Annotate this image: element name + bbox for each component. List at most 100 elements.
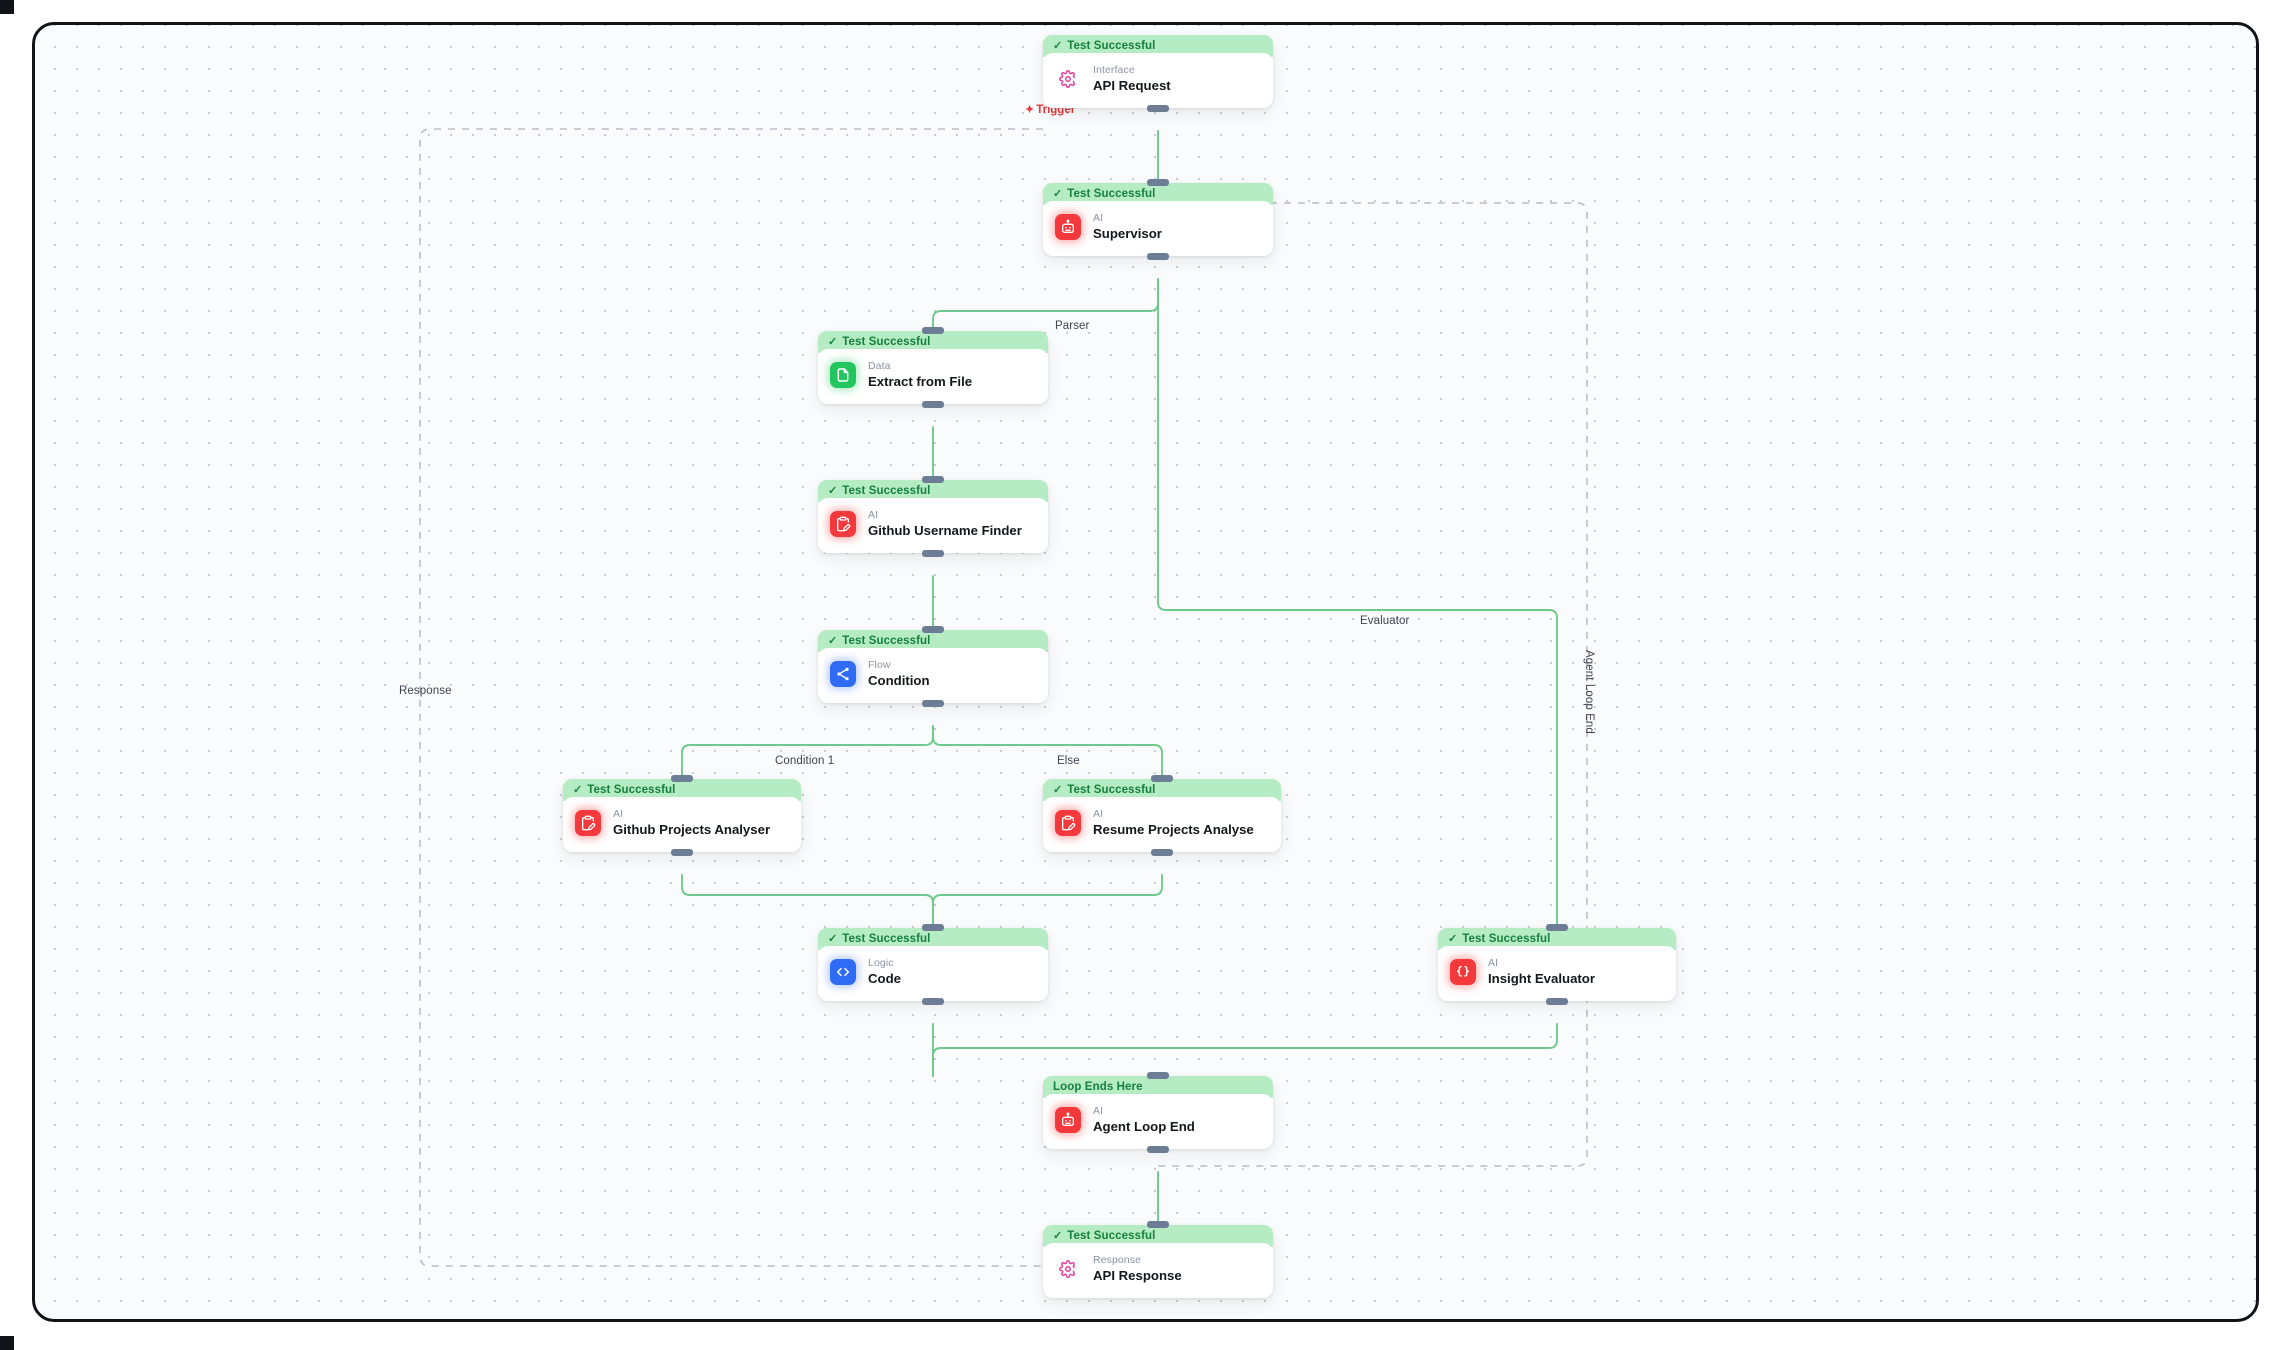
crop-mark-bottom-left [0,1336,14,1350]
node-status-bar: ✓ Test Successful [818,331,1048,353]
node-body[interactable]: AI Insight Evaluator [1438,946,1676,1001]
node-title: API Response [1093,1268,1182,1284]
node-body[interactable]: AI Github Projects Analyser [563,797,801,852]
node-status-text: Test Successful [1067,40,1156,52]
node-github-projects-analyser[interactable]: ✓ Test Successful AI Github P [563,775,801,856]
check-icon: ✓ [1053,1229,1063,1242]
check-icon: ✓ [828,634,838,647]
edge-supervisor-to-extract [932,278,1159,332]
node-handle-top[interactable] [922,626,944,633]
node-handle-top[interactable] [1147,1221,1169,1228]
node-handle-top[interactable] [1147,179,1169,186]
node-text: AI Resume Projects Analyse [1093,808,1254,839]
check-icon: ✓ [1448,932,1458,945]
node-body[interactable]: Response API Response [1043,1243,1273,1298]
node-title: Github Username Finder [868,523,1022,539]
node-title: Code [868,971,901,987]
node-handle-bottom[interactable] [922,549,944,557]
node-text: Response API Response [1093,1254,1182,1285]
clipboard-pen-icon [575,810,601,837]
node-text: AI Github Projects Analyser [613,808,770,839]
node-status-text: Test Successful [1067,1230,1156,1242]
node-status-text: Test Successful [842,485,931,497]
edge-insight-evaluator-to-loop-end [932,1023,1558,1077]
node-title: Agent Loop End [1093,1119,1195,1135]
node-handle-top[interactable] [671,775,693,782]
node-status-bar: ✓ Test Successful [818,928,1048,950]
node-api-response[interactable]: ✓ Test Successful Response API Response [1043,1221,1273,1298]
node-body[interactable]: AI Resume Projects Analyse [1043,797,1281,852]
node-status-text: Test Successful [842,635,931,647]
edge-label-agent-loop-end: Agent Loop End [1583,650,1595,734]
node-resume-projects-analyse[interactable]: ✓ Test Successful AI Resume P [1043,775,1281,856]
node-text: Data Extract from File [868,360,972,391]
node-handle-bottom[interactable] [671,848,693,856]
node-status-text: Test Successful [587,784,676,796]
check-icon: ✓ [828,335,838,348]
node-body[interactable]: AI Agent Loop End [1043,1094,1273,1149]
node-handle-top[interactable] [922,327,944,334]
crop-mark-top-left [0,0,14,14]
node-handle-top[interactable] [1151,775,1173,782]
node-kind: AI [1093,808,1104,820]
node-handle-bottom[interactable] [922,699,944,707]
node-status-text: Test Successful [842,933,931,945]
node-body[interactable]: Flow Condition [818,648,1048,703]
curly-braces-icon [1450,959,1476,986]
clipboard-pen-icon [1055,810,1081,837]
node-status-bar: Loop Ends Here [1043,1076,1273,1098]
edge-resume-projects-to-code [932,874,1163,929]
edge-label-parser: Parser [1055,320,1090,332]
gear-icon [1055,1256,1081,1282]
node-body[interactable]: Interface API Request [1043,53,1273,108]
node-kind: Logic [868,957,894,969]
node-code[interactable]: ✓ Test Successful Logic Code [818,924,1048,1005]
gear-icon [1055,66,1081,92]
check-icon: ✓ [1053,39,1063,52]
node-body[interactable]: AI Github Username Finder [818,498,1048,553]
node-handle-top[interactable] [922,924,944,931]
node-title: Supervisor [1093,226,1162,242]
node-status-text: Test Successful [1067,188,1156,200]
agent-loop-boundary-dashed [1158,202,1588,1167]
node-condition[interactable]: ✓ Test Successful Flow [818,626,1048,707]
node-kind: Data [868,360,891,372]
edge-label-response: Response [399,685,452,697]
node-agent-loop-end[interactable]: Loop Ends Here AI Agent [1043,1072,1273,1153]
node-body[interactable]: Logic Code [818,946,1048,1001]
node-kind: Flow [868,659,891,671]
branch-share-icon [830,661,856,688]
node-handle-top[interactable] [922,476,944,483]
node-extract-from-file[interactable]: ✓ Test Successful Data Extract from File [818,327,1048,408]
node-github-username-finder[interactable]: ✓ Test Successful AI Github U [818,476,1048,557]
check-icon: ✓ [828,932,838,945]
node-status-text: Test Successful [1067,784,1156,796]
node-handle-bottom[interactable] [1147,104,1169,112]
flow-canvas[interactable]: ✦Trigger Parser Evaluator Agent Loop End… [32,22,2259,1322]
node-body[interactable]: AI Supervisor [1043,201,1273,256]
node-handle-bottom[interactable] [922,400,944,408]
node-supervisor[interactable]: ✓ Test Successful AI [1043,179,1273,260]
code-brackets-icon [830,959,856,986]
edge-label-condition-1: Condition 1 [775,755,835,767]
node-handle-bottom[interactable] [1147,1145,1169,1153]
node-body[interactable]: Data Extract from File [818,349,1048,404]
node-handle-top[interactable] [1546,924,1568,931]
node-title: Insight Evaluator [1488,971,1595,987]
node-text: AI Agent Loop End [1093,1105,1195,1136]
node-status-bar: ✓ Test Successful [818,630,1048,652]
node-handle-bottom[interactable] [922,997,944,1005]
node-api-request[interactable]: ✓ Test Successful Interface API Request [1043,35,1273,112]
node-title: Resume Projects Analyse [1093,822,1254,838]
node-status-text: Test Successful [842,336,931,348]
node-title: Github Projects Analyser [613,822,771,838]
node-handle-top[interactable] [1147,1072,1169,1079]
node-insight-evaluator[interactable]: ✓ Test Successful AI Insight Evaluator [1438,924,1676,1005]
node-status-bar: ✓ Test Successful [1043,779,1281,801]
node-handle-bottom[interactable] [1147,252,1169,260]
node-status-bar: ✓ Test Successful [1043,183,1273,205]
node-text: AI Github Username Finder [868,509,1022,540]
node-handle-bottom[interactable] [1151,848,1173,856]
node-handle-bottom[interactable] [1546,997,1568,1005]
